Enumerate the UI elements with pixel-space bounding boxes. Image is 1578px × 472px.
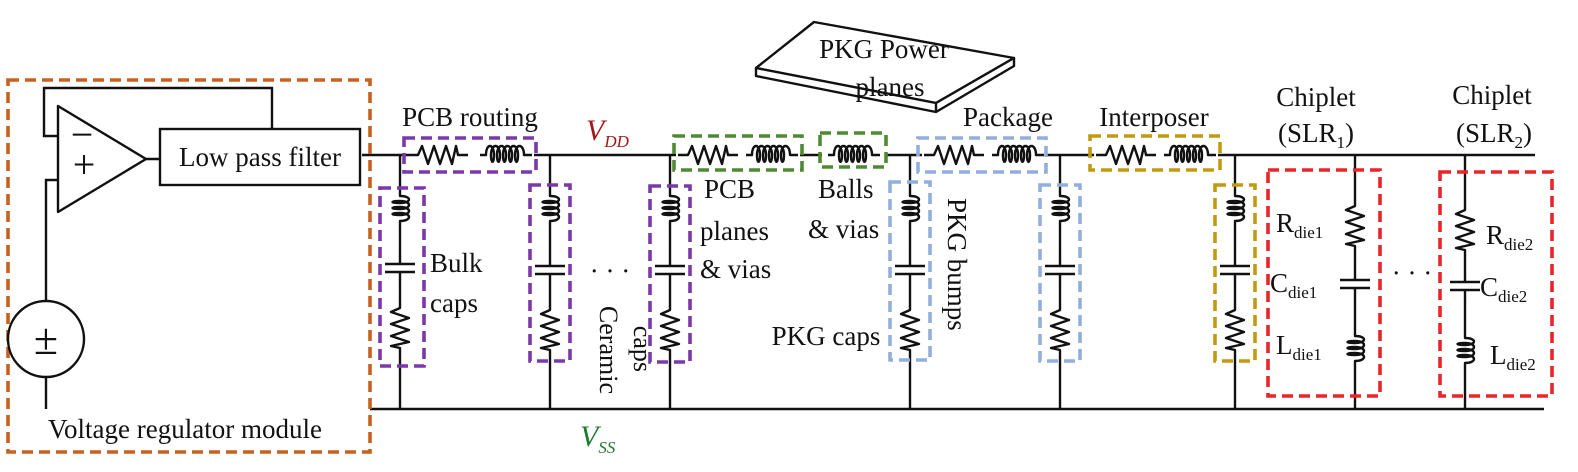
pkg-cap-box-2 (1038, 183, 1082, 363)
ceramic-cap-box-2 (648, 184, 692, 364)
pcb-planes: PCB planes & vias (672, 134, 804, 284)
source-wire (44, 178, 58, 409)
chiplet-2-c-label: Cdie2 (1480, 272, 1527, 306)
interposer-box (1088, 134, 1222, 172)
chiplet-ellipsis: · · · (1392, 258, 1432, 288)
vdd-label: VDD (586, 114, 630, 151)
pcb-planes-label-3: & vias (700, 254, 771, 284)
op-amp-minus-sign: − (71, 112, 94, 157)
chiplet-2-l-label: Ldie2 (1490, 340, 1536, 374)
ceramic-caps-label-2: caps (628, 326, 657, 372)
pcb-routing: PCB routing (402, 102, 538, 174)
pkg-bumps-label: PKG bumps (942, 198, 972, 331)
pkg-power-planes-label-2: planes (856, 72, 925, 102)
chiplet-2-box (1438, 170, 1554, 398)
vrm-dashed-box (6, 78, 372, 454)
pkg-power-planes: PKG Power planes (754, 20, 1016, 114)
pcb-routing-box (402, 136, 538, 174)
chiplet-1: Chiplet (SLR1) Rdie1 Cdie1 Ldie1 (1266, 82, 1382, 409)
chiplet-1-title-2: (SLR1) (1278, 118, 1354, 152)
vrm-title: Voltage regulator module (48, 414, 322, 444)
feedback-wire (42, 86, 274, 161)
op-amp: − + (56, 104, 148, 214)
bulk-caps-label-1: Bulk (430, 248, 483, 278)
pkg-caps-label: PKG caps (772, 321, 881, 351)
vss-label: VSS (580, 420, 616, 457)
ceramic-caps-label-1: Ceramic (594, 306, 623, 394)
chiplet-1-title-1: Chiplet (1276, 82, 1356, 112)
low-pass-filter-box (158, 127, 362, 187)
pkg-cap-branch-1 (888, 155, 932, 409)
ceramic-cap-box-1 (528, 183, 572, 363)
package-box (916, 136, 1048, 174)
balls-label-1: Balls (818, 174, 874, 204)
chiplet-1-r-label: Rdie1 (1276, 208, 1323, 242)
package-series: Package (916, 102, 1053, 174)
voltage-source (6, 299, 86, 379)
balls-vias: Balls & vias (808, 131, 888, 244)
pkg-cap-box-1 (888, 180, 932, 362)
ceramic-caps-label: Ceramic caps (594, 306, 657, 394)
interposer-series: Interposer (1088, 102, 1222, 172)
chiplet-1-box (1266, 168, 1382, 398)
chiplet-1-c-label: Cdie1 (1270, 268, 1317, 302)
voltage-regulator-module: − + Low pass filter ± Voltage regulator … (6, 78, 372, 454)
pcb-planes-label-1: PCB (704, 174, 755, 204)
ceramic-cap-branch-1 (528, 155, 572, 409)
chiplet-2-title-1: Chiplet (1452, 80, 1532, 110)
pkg-power-planes-label-1: PKG Power (819, 34, 949, 64)
svg-text:VDD: VDD (586, 114, 630, 151)
chiplet-2-title-2: (SLR2) (1456, 118, 1532, 152)
balls-label-2: & vias (808, 214, 879, 244)
bulk-cap-branch: Bulk caps (378, 155, 483, 409)
bulk-cap-box (378, 186, 426, 368)
op-amp-plus-sign: + (73, 142, 96, 187)
low-pass-filter-label: Low pass filter (179, 142, 341, 172)
package-label: Package (963, 102, 1053, 132)
ceramic-ellipsis: · · · (590, 256, 630, 286)
chiplet-2-r-label: Rdie2 (1486, 220, 1533, 254)
vrm-title-bg (14, 410, 362, 446)
interposer-label: Interposer (1099, 102, 1208, 132)
voltage-source-symbol: ± (34, 315, 58, 364)
interposer-cap-box (1213, 183, 1257, 363)
chiplet-1-l-label: Ldie1 (1276, 330, 1322, 364)
pcb-planes-label-2: planes (700, 216, 769, 246)
bulk-caps-label-2: caps (430, 288, 478, 318)
pcb-routing-label: PCB routing (402, 102, 538, 132)
chiplet-2: Chiplet (SLR2) Rdie2 Cdie2 Ldie2 (1438, 80, 1554, 409)
pcb-planes-box (672, 134, 804, 172)
svg-text:VSS: VSS (580, 420, 616, 457)
ceramic-cap-branch-2 (648, 155, 692, 409)
interposer-cap-branch (1213, 155, 1257, 409)
pkg-cap-branch-2 (1038, 155, 1082, 409)
